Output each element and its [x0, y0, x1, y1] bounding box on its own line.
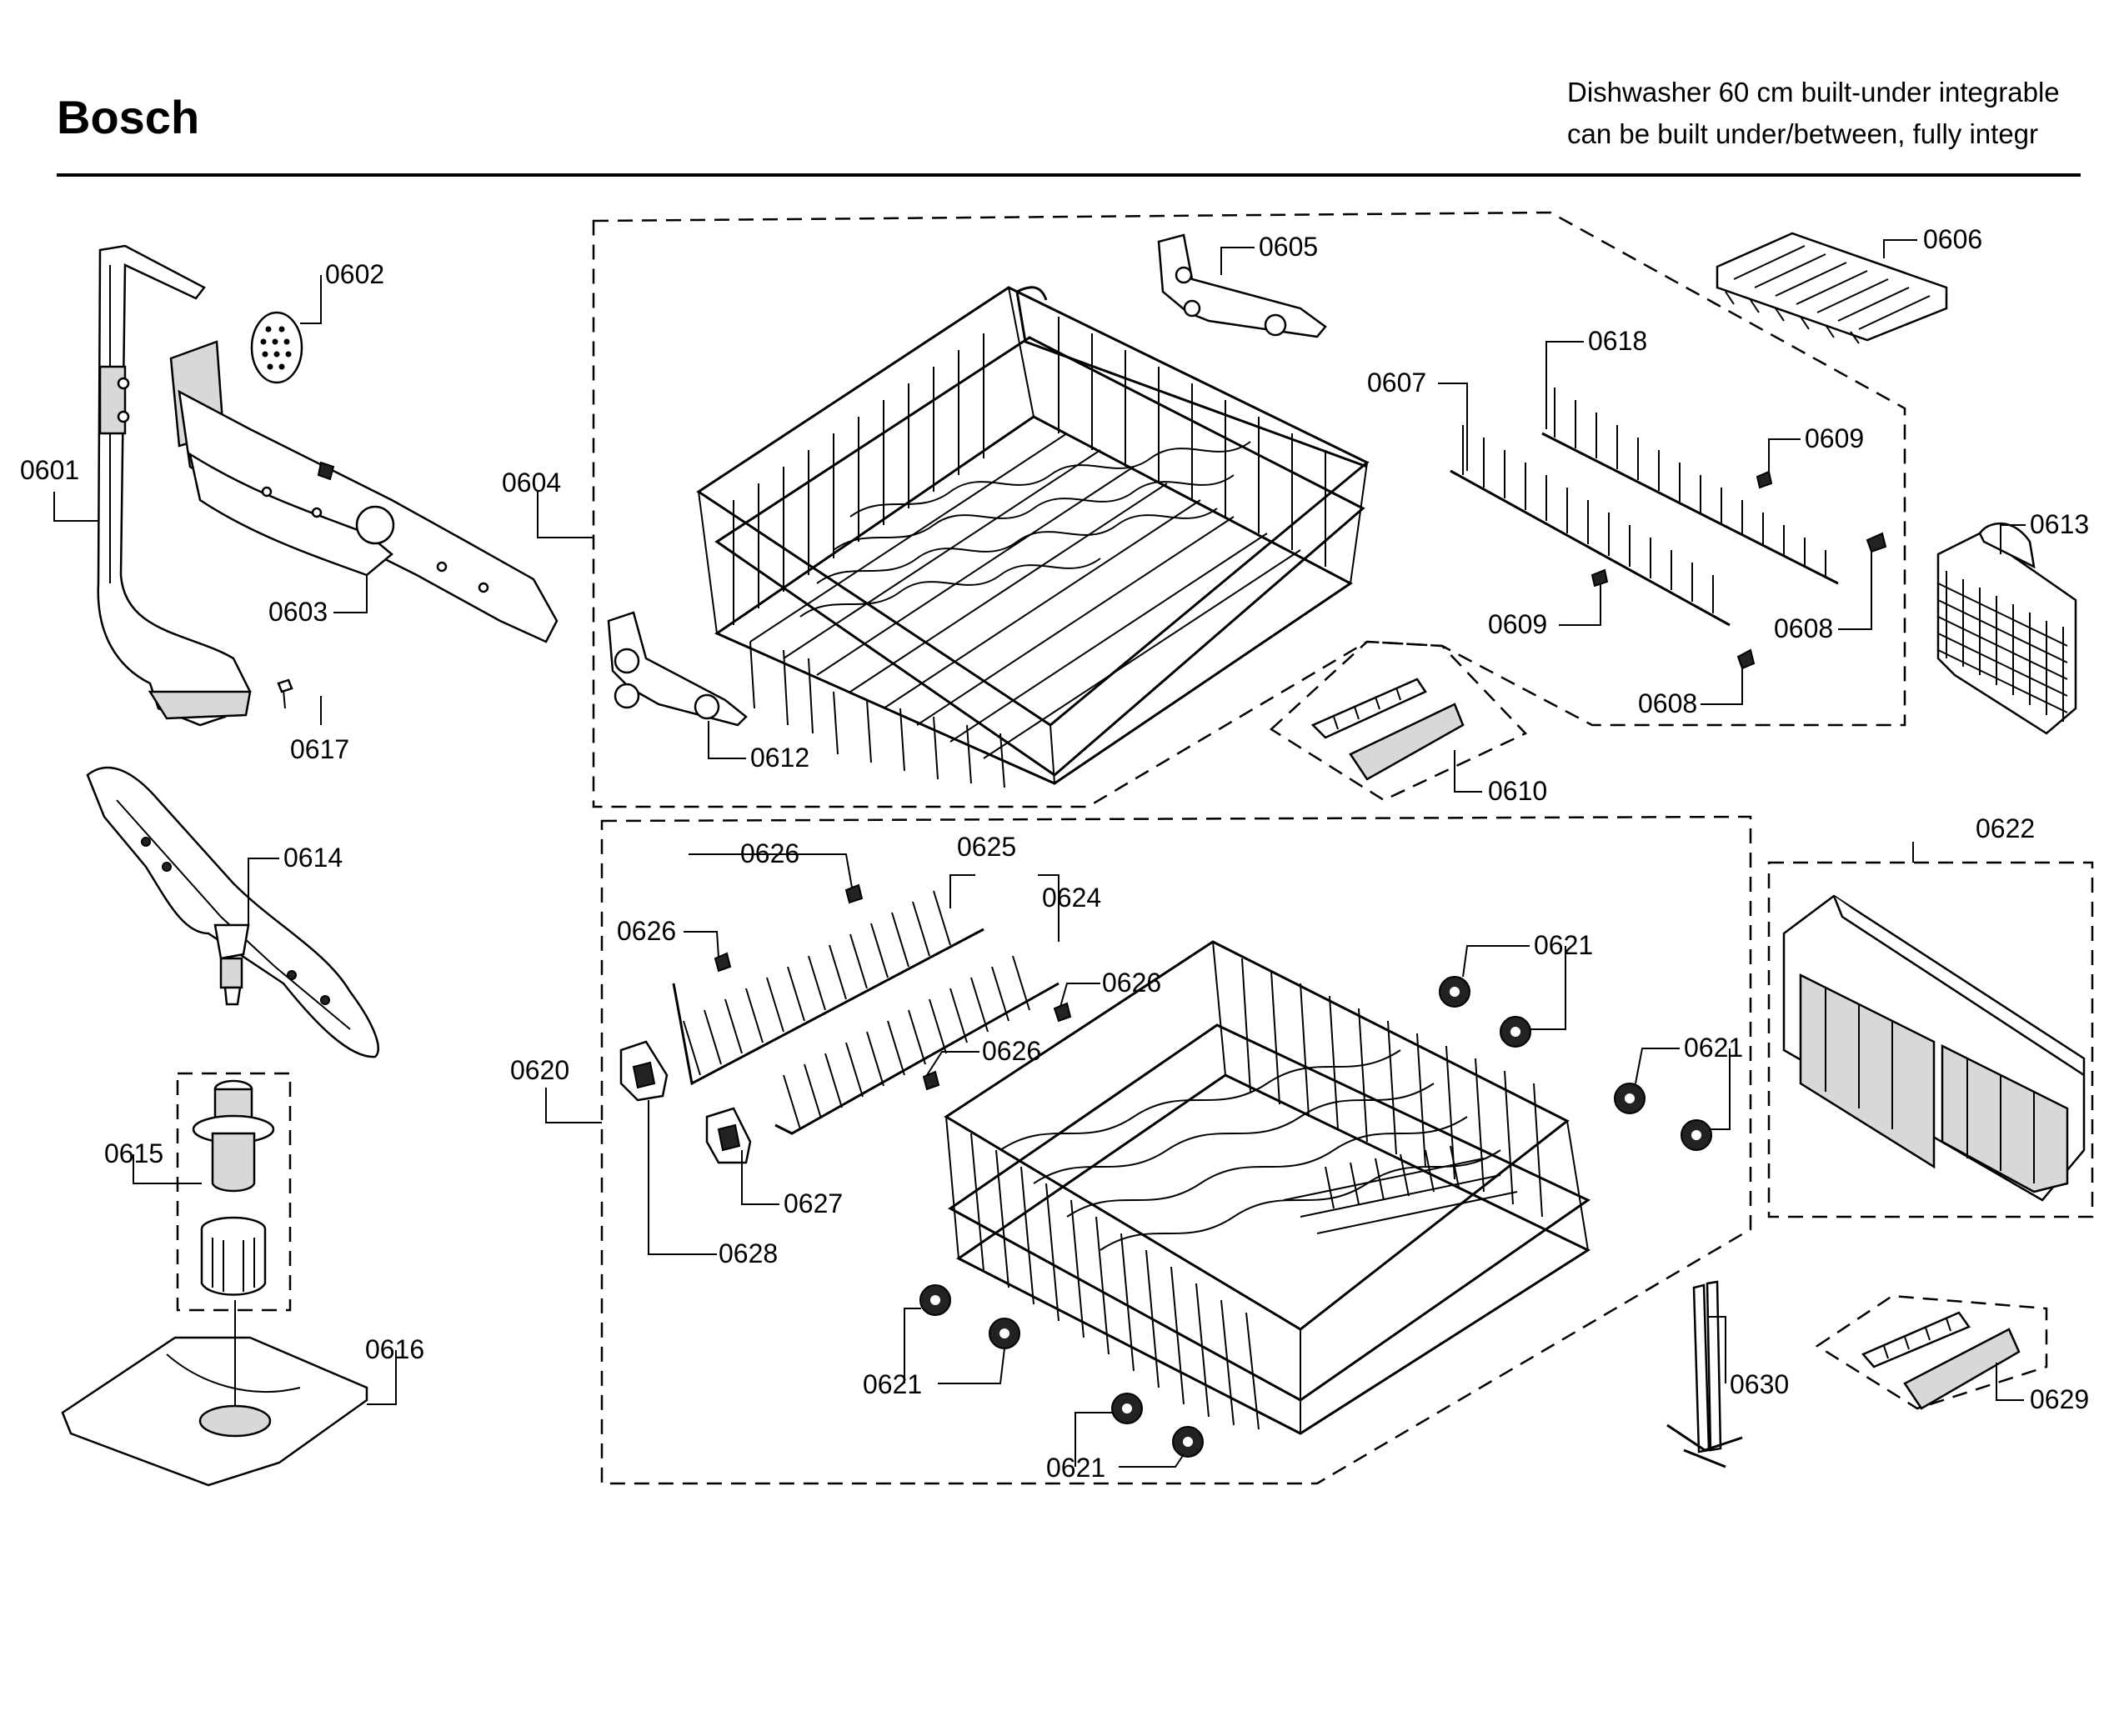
handle-group-outline [1269, 640, 1528, 802]
callout-0606: 0606 [1923, 224, 1982, 254]
callout-0608: 0608 [1774, 613, 1833, 643]
cutlery-basket-group-outline [1767, 861, 2094, 1218]
callout-0616: 0616 [365, 1334, 424, 1364]
leader-lines [53, 239, 2026, 1468]
lower-rack-group-outline [600, 815, 1752, 1485]
spray-arm-feed-tube-part [97, 244, 252, 727]
filter-plate-part [61, 1300, 368, 1487]
callout-labels: 0601 0602 0603 0604 0605 0606 0607 0608 … [20, 224, 2089, 1483]
callout-0615: 0615 [104, 1138, 163, 1168]
callout-0602: 0602 [325, 259, 384, 289]
callout-0608-b: 0608 [1638, 688, 1697, 718]
callout-0624: 0624 [1042, 883, 1101, 913]
callout-0610: 0610 [1488, 776, 1547, 806]
handle-lower-part [1861, 1311, 2021, 1410]
callout-0604: 0604 [502, 468, 561, 498]
callout-0627: 0627 [784, 1188, 843, 1218]
callout-0621-d: 0621 [1046, 1453, 1105, 1483]
callout-0603: 0603 [268, 597, 328, 627]
callout-0629: 0629 [2030, 1384, 2089, 1414]
upper-spray-arm-part [169, 340, 559, 643]
filter-group-outline [176, 1072, 292, 1312]
rack-adjuster-left-part [607, 611, 748, 727]
callout-0609-b: 0609 [1488, 609, 1547, 639]
holder-part [1666, 1280, 1743, 1468]
tine-rows-lower-part [672, 890, 1059, 1135]
callout-0617: 0617 [290, 734, 349, 764]
cup-shelf-part [1716, 232, 1948, 344]
callout-0601: 0601 [20, 455, 79, 485]
callout-0614: 0614 [283, 843, 343, 873]
lower-spray-arm-part [86, 766, 379, 1058]
lower-handle-group-outline [1815, 1294, 2048, 1410]
callout-0622: 0622 [1976, 813, 2035, 843]
screw-part [277, 678, 293, 709]
tine-rows-upper-part [1450, 388, 1839, 627]
callout-0626-b: 0626 [617, 916, 676, 946]
callout-0628: 0628 [719, 1238, 778, 1268]
clips-upper-part [1590, 470, 1887, 670]
model-description-line-2: can be built under/between, fully integr [1567, 118, 2039, 149]
callout-0625: 0625 [957, 832, 1016, 862]
spray-nozzle-part [250, 311, 303, 384]
callout-0621-b: 0621 [1684, 1033, 1743, 1063]
filter-assembly-part [192, 1079, 275, 1296]
callout-0607: 0607 [1367, 368, 1426, 398]
callout-0613: 0613 [2030, 509, 2089, 539]
callout-0621-c: 0621 [863, 1369, 922, 1399]
callout-0609: 0609 [1805, 423, 1864, 453]
rack-adjuster-right-part [1157, 233, 1327, 338]
callout-0626-c: 0626 [1102, 968, 1161, 998]
callout-0630: 0630 [1730, 1369, 1789, 1399]
callout-0605: 0605 [1259, 232, 1318, 262]
brand-title: Bosch [57, 91, 200, 143]
rack-wheels-part [919, 976, 1712, 1458]
callout-0612: 0612 [750, 743, 809, 773]
cutlery-basket-part [1782, 894, 2086, 1202]
upper-rack-part [696, 286, 1370, 788]
handle-upper-part [1310, 678, 1465, 781]
model-description-line-1: Dishwasher 60 cm built-under integrable [1567, 77, 2060, 108]
callout-0626-a: 0626 [740, 838, 799, 868]
callout-0626-d: 0626 [982, 1036, 1041, 1066]
clips-lower-part [714, 883, 1072, 1091]
bearings-part [619, 1040, 752, 1164]
header-divider [57, 173, 2081, 177]
lower-rack-part [944, 940, 1591, 1435]
callout-0620: 0620 [510, 1055, 569, 1085]
callout-0621-a: 0621 [1534, 930, 1593, 960]
upper-rack-group-outline [592, 211, 1906, 808]
cutlery-basket-small-part [1936, 522, 2077, 735]
callout-0618: 0618 [1588, 326, 1647, 356]
